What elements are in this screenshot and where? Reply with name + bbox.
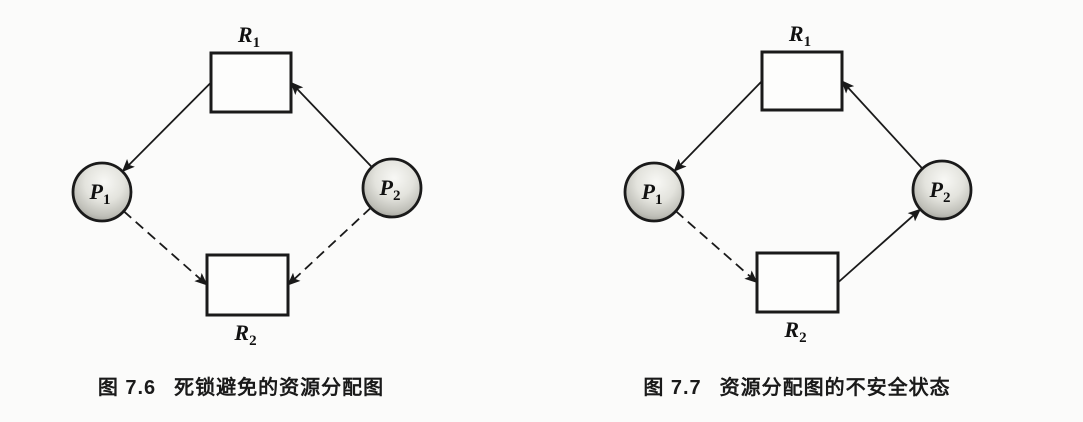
resource-node-R2 bbox=[205, 253, 290, 317]
process-node-P2 bbox=[361, 157, 423, 219]
node-label-P2: P2 bbox=[379, 175, 401, 204]
edge-P1-R2-dashed bbox=[123, 210, 208, 286]
figure-caption-7-7: 图 7.7 资源分配图的不安全状态 bbox=[541, 371, 1053, 400]
resource-node-R2 bbox=[755, 251, 840, 314]
resource-node-R1 bbox=[209, 51, 293, 114]
edge-R2-P2-solid bbox=[837, 208, 922, 284]
edge-P2-R2-dashed bbox=[287, 207, 372, 286]
edge-P2-R1-solid bbox=[841, 80, 924, 170]
process-node-P2 bbox=[911, 159, 973, 221]
figure-number: 图 7.7 bbox=[643, 377, 702, 399]
resource-node-R1 bbox=[760, 50, 844, 112]
node-label-R1: R1 bbox=[237, 22, 260, 51]
figure-title: 资源分配图的不安全状态 bbox=[719, 377, 951, 399]
node-label-P2: P2 bbox=[929, 177, 951, 206]
edge-P1-R2-dashed bbox=[675, 210, 758, 284]
edge-R1-P1-solid bbox=[121, 81, 212, 173]
process-node-P1 bbox=[71, 161, 133, 223]
node-label-R1: R1 bbox=[788, 21, 811, 50]
process-node-P1 bbox=[623, 161, 685, 223]
figure-caption-7-6: 图 7.6 死锁避免的资源分配图 bbox=[0, 371, 482, 400]
edge-R1-P1-solid bbox=[673, 80, 763, 172]
figure-number: 图 7.6 bbox=[97, 377, 157, 399]
node-label-P1: P1 bbox=[641, 179, 663, 208]
figure-title: 死锁避免的资源分配图 bbox=[174, 377, 385, 399]
node-label-R2: R2 bbox=[233, 320, 256, 349]
node-label-R2: R2 bbox=[783, 317, 806, 346]
edge-P2-R1-solid bbox=[290, 81, 373, 168]
node-label-P1: P1 bbox=[89, 179, 111, 208]
